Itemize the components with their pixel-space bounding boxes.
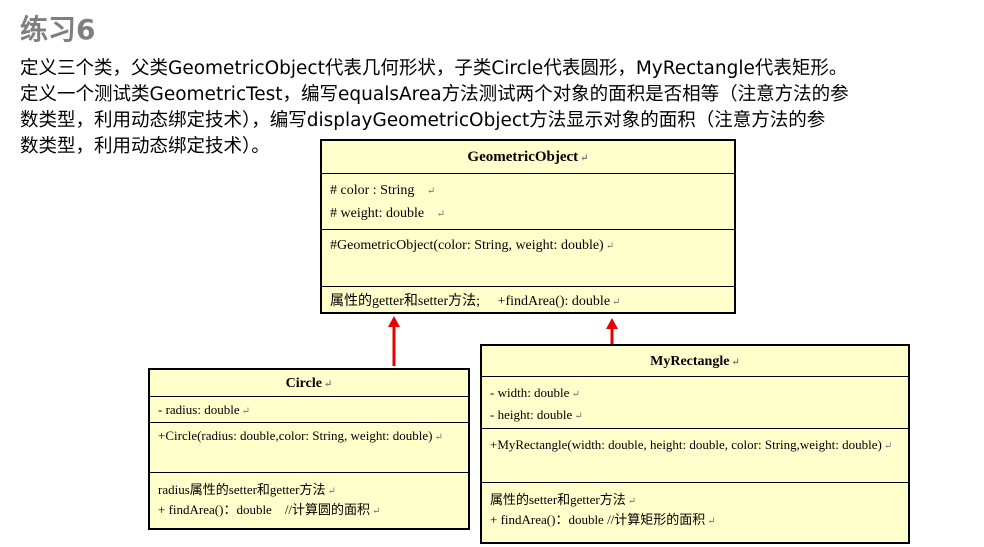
- constructor-text: #GeometricObject(color: String, weight: …: [330, 238, 604, 253]
- attribute-row: - width: double↵: [490, 383, 908, 405]
- inheritance-arrow-circle: [388, 316, 400, 366]
- method-row: 属性的getter和setter方法; +findArea(): double↵: [330, 293, 734, 312]
- attribute-row: - radius: double↵: [158, 402, 468, 420]
- method-text: 属性的getter和setter方法; +findArea(): double: [330, 294, 611, 309]
- circle-class-box: Circle↵ - radius: double↵ +Circle(radius…: [148, 368, 470, 530]
- paragraph-mark: ↵: [327, 486, 336, 497]
- method-row: + findArea()：double //计算矩形的面积↵: [490, 511, 908, 531]
- paragraph-mark: ↵: [571, 389, 580, 400]
- description-line: 数类型，利用动态绑定技术）。: [20, 136, 270, 157]
- paragraph-mark: ↵: [580, 153, 589, 164]
- paragraph-mark: ↵: [605, 241, 615, 252]
- method-row: + findArea()：double //计算圆的面积↵: [158, 501, 468, 521]
- methods-section: 属性的setter和getter方法↵ + findArea()：double …: [482, 482, 908, 542]
- constructor-text: +Circle(radius: double,color: String, we…: [158, 428, 433, 443]
- method-row: 属性的setter和getter方法↵: [490, 491, 908, 511]
- constructor-row: #GeometricObject(color: String, weight: …: [330, 236, 734, 257]
- paragraph-mark: ↵: [426, 186, 436, 197]
- class-name: Circle: [285, 376, 322, 391]
- class-name: MyRectangle: [650, 354, 730, 369]
- constructor-section: #GeometricObject(color: String, weight: …: [322, 229, 734, 286]
- paragraph-mark: ↵: [612, 297, 621, 308]
- attribute-row: # weight: double ↵: [330, 203, 734, 226]
- class-name-section: Circle↵: [150, 370, 468, 396]
- constructor-row: +Circle(radius: double,color: String, we…: [158, 428, 468, 446]
- constructor-section: +MyRectangle(width: double, height: doub…: [482, 428, 908, 482]
- paragraph-mark: ↵: [434, 432, 443, 443]
- attribute-text: - radius: double: [158, 402, 240, 417]
- attribute-text: - width: double: [490, 385, 570, 400]
- attribute-text: # color : String: [330, 183, 415, 198]
- paragraph-mark: ↵: [241, 406, 250, 417]
- methods-section: 属性的getter和setter方法; +findArea(): double↵: [322, 286, 734, 312]
- methods-section: radius属性的setter和getter方法↵ + findArea()：d…: [150, 472, 468, 528]
- attributes-section: - width: double↵ - height: double↵: [482, 376, 908, 428]
- paragraph-mark: ↵: [574, 411, 583, 422]
- method-text: 属性的setter和getter方法: [490, 492, 626, 507]
- myrectangle-class-box: MyRectangle↵ - width: double↵ - height: …: [480, 344, 910, 544]
- attribute-text: - height: double: [490, 407, 573, 422]
- attributes-section: # color : String ↵ # weight: double ↵: [322, 173, 734, 229]
- paragraph-mark: ↵: [627, 496, 637, 507]
- page-title: 练习6: [20, 13, 96, 46]
- paragraph-mark: ↵: [323, 379, 333, 390]
- method-text: + findArea()：double //计算矩形的面积: [490, 512, 706, 527]
- paragraph-mark: ↵: [883, 441, 893, 452]
- description-line: 定义一个测试类GeometricTest，编写equalsArea方法测试两个对…: [20, 84, 849, 105]
- paragraph-mark: ↵: [707, 516, 716, 527]
- arrow-head: [388, 316, 400, 327]
- constructor-text: +MyRectangle(width: double, height: doub…: [490, 437, 882, 452]
- constructor-section: +Circle(radius: double,color: String, we…: [150, 422, 468, 472]
- class-name-section: MyRectangle↵: [482, 346, 908, 376]
- attribute-row: # color : String ↵: [330, 180, 734, 203]
- method-text: radius属性的setter和getter方法: [158, 482, 326, 497]
- method-text: + findArea()：double //计算圆的面积: [158, 502, 371, 517]
- inheritance-arrow-myrectangle: [606, 318, 618, 344]
- arrow-head: [606, 318, 618, 329]
- constructor-row: +MyRectangle(width: double, height: doub…: [490, 437, 908, 455]
- method-row: radius属性的setter和getter方法↵: [158, 481, 468, 501]
- description-line: 定义三个类，父类GeometricObject代表几何形状，子类Circle代表…: [20, 58, 848, 79]
- geometricobject-class-box: GeometricObject↵ # color : String ↵ # we…: [320, 139, 736, 314]
- class-name: GeometricObject: [467, 149, 579, 165]
- paragraph-mark: ↵: [372, 506, 381, 517]
- exercise-description: 定义三个类，父类GeometricObject代表几何形状，子类Circle代表…: [20, 56, 980, 160]
- class-name-section: GeometricObject↵: [322, 141, 734, 173]
- paragraph-mark: ↵: [731, 357, 740, 368]
- description-line: 数类型，利用动态绑定技术），编写displayGeometricObject方法…: [20, 110, 826, 131]
- attribute-row: - height: double↵: [490, 405, 908, 427]
- attribute-text: # weight: double: [330, 206, 425, 221]
- paragraph-mark: ↵: [436, 209, 445, 220]
- attributes-section: - radius: double↵: [150, 396, 468, 422]
